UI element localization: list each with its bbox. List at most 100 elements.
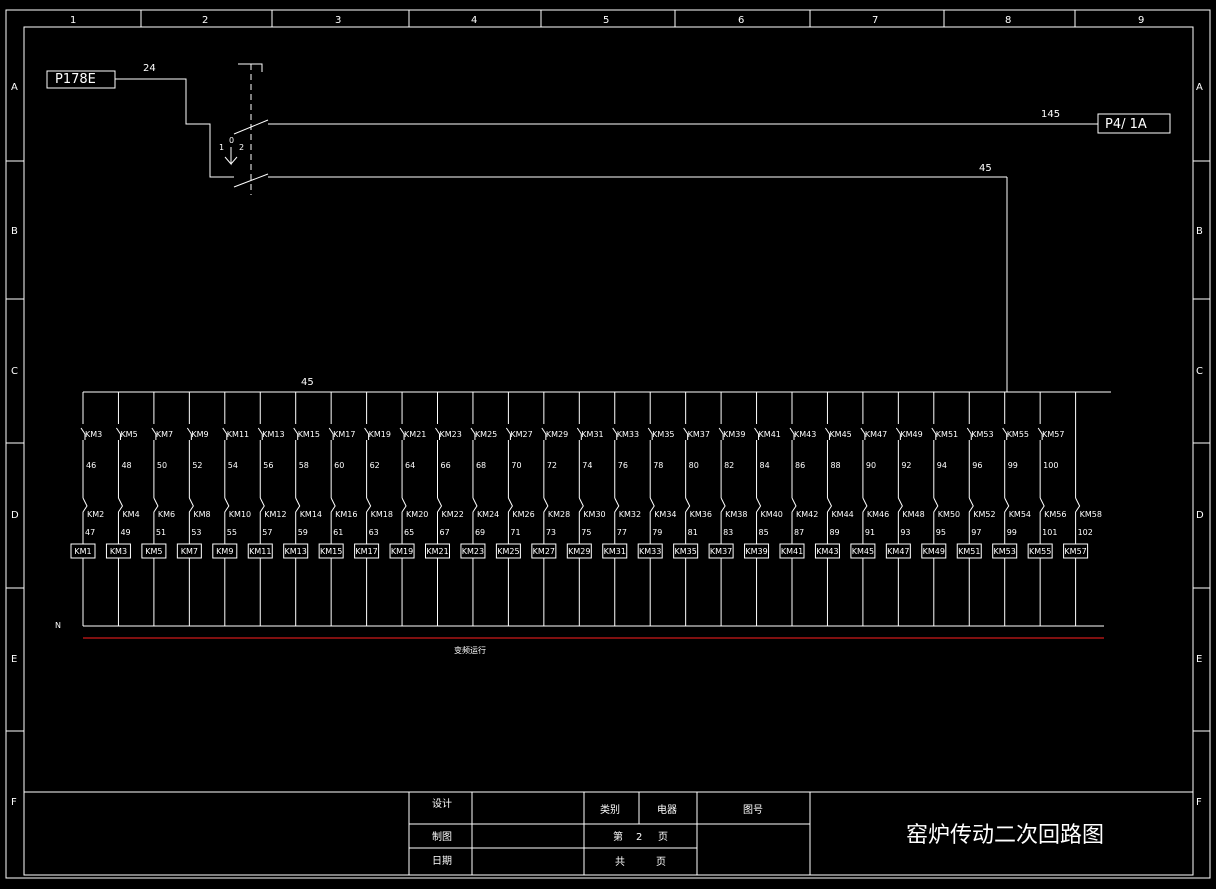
upper-contact-label: KM3 xyxy=(85,430,102,439)
upper-contact xyxy=(257,427,263,440)
inner-frame xyxy=(23,26,1194,876)
mid-wire-number: 74 xyxy=(582,461,592,470)
lower-wire-number: 81 xyxy=(688,528,698,537)
upper-contact-label: KM19 xyxy=(369,430,391,439)
mid-wire-number: 62 xyxy=(370,461,380,470)
lower-wire-number: 89 xyxy=(829,528,839,537)
lower-wire-number: 95 xyxy=(936,528,946,537)
coil-label: KM41 xyxy=(781,547,803,556)
mid-wire-number: 68 xyxy=(476,461,486,470)
lower-contact-label: KM56 xyxy=(1044,510,1066,519)
lower-contact xyxy=(437,497,443,544)
lower-wire-number: 49 xyxy=(120,528,130,537)
upper-contact xyxy=(718,427,724,440)
lower-wire-number: 65 xyxy=(404,528,414,537)
lower-contact-label: KM28 xyxy=(548,510,570,519)
lower-contact-label: KM36 xyxy=(690,510,712,519)
mid-wire-number: 78 xyxy=(653,461,663,470)
upper-contact-label: KM49 xyxy=(900,430,922,439)
row-label: C xyxy=(1196,366,1203,377)
mid-wire-number: 96 xyxy=(972,461,982,470)
coil-label: KM33 xyxy=(639,547,661,556)
mid-wire-number: 54 xyxy=(228,461,238,470)
upper-contact-label: KM43 xyxy=(794,430,816,439)
mid-wire-number: 72 xyxy=(547,461,557,470)
bottom-caption: 变频运行 xyxy=(454,645,486,655)
lower-contact xyxy=(543,497,549,544)
mid-wire-number: 90 xyxy=(866,461,876,470)
lower-contact-label: KM12 xyxy=(264,510,286,519)
lower-contact xyxy=(1004,497,1010,544)
circuit-branches: KM346KM247KM1KM548KM449KM3KM750KM651KM5K… xyxy=(70,392,1102,626)
mid-wire-number: 46 xyxy=(86,461,96,470)
wire-24 xyxy=(115,78,234,178)
wire-145-label: 145 xyxy=(1041,109,1060,120)
row-label: D xyxy=(11,510,19,521)
upper-contact-label: KM7 xyxy=(156,430,173,439)
coil-label: KM27 xyxy=(533,547,555,556)
lower-contact-label: KM20 xyxy=(406,510,428,519)
lower-contact-label: KM26 xyxy=(512,510,534,519)
lower-wire-number: 83 xyxy=(723,528,733,537)
lower-contact xyxy=(330,497,336,544)
lower-contact xyxy=(188,497,194,544)
lower-contact-label: KM42 xyxy=(796,510,818,519)
coil-label: KM7 xyxy=(181,547,198,556)
mid-wire-number: 100 xyxy=(1043,461,1058,470)
column-dividers xyxy=(140,10,1076,27)
coil-label: KM13 xyxy=(285,547,307,556)
row-label: B xyxy=(11,226,18,237)
mid-wire-number: 92 xyxy=(901,461,911,470)
lower-contact-label: KM44 xyxy=(831,510,853,519)
mid-wire-number: 99 xyxy=(1008,461,1018,470)
upper-contact xyxy=(399,427,405,440)
lower-wire-number: 79 xyxy=(652,528,662,537)
upper-contact-label: KM17 xyxy=(333,430,355,439)
lower-wire-number: 75 xyxy=(581,528,591,537)
mid-wire-number: 82 xyxy=(724,461,734,470)
upper-contact-label: KM39 xyxy=(723,430,745,439)
upper-contact xyxy=(435,427,440,440)
coil-label: KM45 xyxy=(852,547,874,556)
lower-wire-number: 71 xyxy=(510,528,520,537)
lower-contact xyxy=(933,497,939,544)
lower-contact xyxy=(578,497,584,544)
upper-contact xyxy=(612,427,618,440)
lower-contact-label: KM30 xyxy=(583,510,605,519)
upper-contact-label: KM5 xyxy=(120,430,137,439)
mid-wire-number: 80 xyxy=(689,461,699,470)
lower-contact xyxy=(259,497,265,544)
coil-label: KM23 xyxy=(462,547,484,556)
lower-wire-number: 61 xyxy=(333,528,343,537)
lower-contact xyxy=(862,497,868,544)
column-label: 3 xyxy=(335,15,341,26)
lower-contact-label: KM32 xyxy=(619,510,641,519)
coil-label: KM43 xyxy=(816,547,838,556)
mid-wire-number: 88 xyxy=(830,461,840,470)
lower-contact-label: KM52 xyxy=(973,510,995,519)
lower-contact xyxy=(82,497,88,544)
upper-contact xyxy=(328,427,334,440)
lower-contact xyxy=(614,497,620,544)
lower-contact-label: KM2 xyxy=(87,510,104,519)
lower-wire-number: 93 xyxy=(900,528,910,537)
